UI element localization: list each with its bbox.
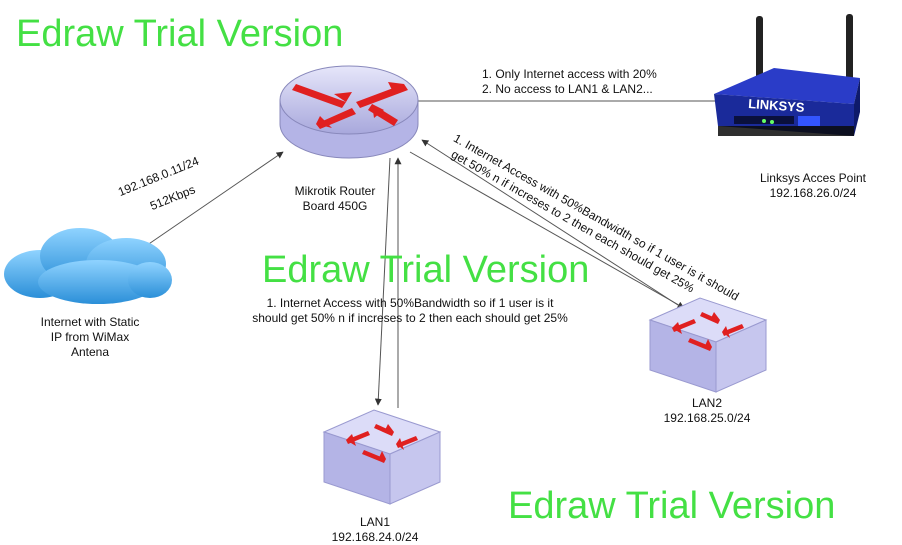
watermark-bottom-right: Edraw Trial Version [508,485,836,527]
router-label: Mikrotik Router Board 450G [270,184,400,214]
ap-brand-text: LINKSYS [748,96,806,115]
cloud-line1: Internet with Static [40,315,140,329]
lan1-label: LAN1 192.168.24.0/24 [310,515,440,545]
lan2-switch-icon[interactable] [642,292,772,402]
lan1-subnet: 192.168.24.0/24 [331,530,419,544]
link-cloud-router [139,151,284,251]
cloud-line3: Antena [70,345,110,359]
router-model: Board 450G [302,199,368,213]
lan1-rule-line1: 1. Internet Access with 50%Bandwidth so … [266,296,554,310]
cloud-line2: IP from WiMax [50,330,130,344]
ap-rule-2: 2. No access to LAN1 & LAN2... [482,82,653,96]
router-icon[interactable] [276,62,422,162]
router-name: Mikrotik Router [294,184,376,198]
ap-rules: 1. Only Internet access with 20% 2. No a… [482,67,657,97]
link-lan2-router-up [421,139,696,317]
lan1-rules: 1. Internet Access with 50%Bandwidth so … [230,296,590,326]
lan2-subnet: 192.168.25.0/24 [663,411,751,425]
link-router-lan1-down [374,157,391,406]
ap-rule-1: 1. Only Internet access with 20% [482,67,657,81]
linksys-access-point-icon[interactable]: LINKSYS [704,8,864,158]
cloud-label: Internet with Static IP from WiMax Anten… [20,315,160,360]
cloud-icon [4,228,172,304]
ap-subnet: 192.168.26.0/24 [769,186,857,200]
lan1-name: LAN1 [359,515,391,529]
ap-name: Linksys Acces Point [759,171,867,185]
lan1-rule-line2: should get 50% n if increses to 2 then e… [252,311,568,325]
watermark-top-left: Edraw Trial Version [16,13,344,55]
lan2-label: LAN2 192.168.25.0/24 [642,396,772,426]
lan2-name: LAN2 [691,396,723,410]
link-router-lan2-down [409,151,685,309]
lan1-switch-icon[interactable] [316,404,446,514]
ap-label: Linksys Acces Point 192.168.26.0/24 [738,171,888,201]
watermark-center: Edraw Trial Version [262,249,590,291]
